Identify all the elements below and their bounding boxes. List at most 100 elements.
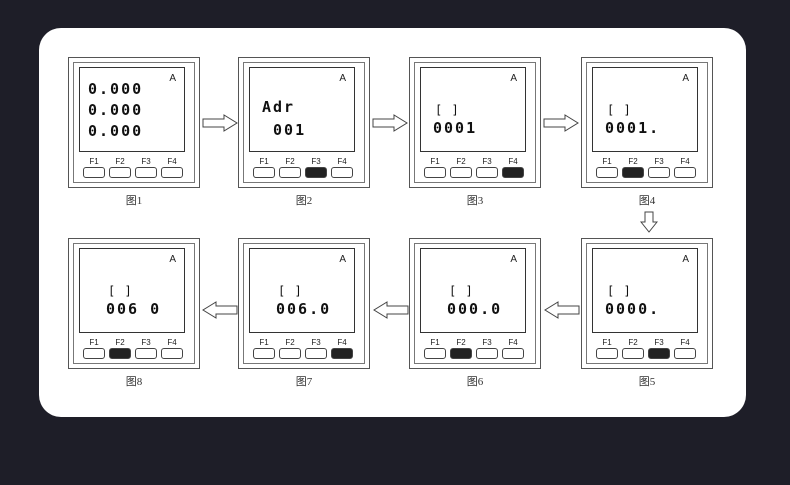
key-f2[interactable]: F2 bbox=[622, 157, 644, 178]
meter-figure-6: A [ ] 000.0 F1 F2 F3 F4 bbox=[409, 238, 541, 369]
unit-label: A bbox=[682, 73, 689, 84]
lcd-screen: A 0.000 0.000 0.000 bbox=[79, 67, 185, 152]
key-row: F1 F2 F3 F4 bbox=[83, 338, 187, 364]
key-row: F1 F2 F3 F4 bbox=[424, 338, 528, 364]
display-line-1: 0.000 bbox=[88, 80, 144, 98]
meter-figure-2: A Adr 001 F1 F2 F3 F4 bbox=[238, 57, 370, 188]
key-f4[interactable]: F4 bbox=[502, 338, 524, 359]
key-f1[interactable]: F1 bbox=[83, 338, 105, 359]
key-f2[interactable]: F2 bbox=[109, 157, 131, 178]
key-f3[interactable]: F3 bbox=[476, 338, 498, 359]
key-f2[interactable]: F2 bbox=[279, 338, 301, 359]
unit-label: A bbox=[169, 73, 176, 84]
meter-bezel bbox=[586, 243, 708, 364]
key-f3[interactable]: F3 bbox=[648, 157, 670, 178]
lcd-screen: A [ ] 0001. bbox=[592, 67, 698, 152]
caption-figure-6: 图6 bbox=[466, 376, 484, 388]
display-line-2: 0.000 bbox=[88, 101, 144, 119]
diagram-card: A 0.000 0.000 0.000 F1 F2 F3 F4 图1 A Adr… bbox=[39, 28, 746, 417]
key-f2[interactable]: F2 bbox=[622, 338, 644, 359]
display-line-3: 0.000 bbox=[88, 122, 144, 140]
meter-bezel bbox=[414, 62, 536, 183]
key-row: F1 F2 F3 F4 bbox=[253, 338, 357, 364]
arrow-right-icon bbox=[543, 114, 579, 132]
key-f1[interactable]: F1 bbox=[253, 157, 275, 178]
unit-label: A bbox=[169, 254, 176, 265]
key-f3[interactable]: F3 bbox=[476, 157, 498, 178]
lcd-screen: A [ ] 0000. bbox=[592, 248, 698, 333]
key-f1[interactable]: F1 bbox=[596, 338, 618, 359]
key-f1[interactable]: F1 bbox=[424, 157, 446, 178]
unit-label: A bbox=[510, 73, 517, 84]
meter-figure-1: A 0.000 0.000 0.000 F1 F2 F3 F4 bbox=[68, 57, 200, 188]
key-f4[interactable]: F4 bbox=[331, 157, 353, 178]
lcd-screen: A [ ] 0001 bbox=[420, 67, 526, 152]
unit-label: A bbox=[339, 254, 346, 265]
key-f2[interactable]: F2 bbox=[450, 338, 472, 359]
key-row: F1 F2 F3 F4 bbox=[596, 157, 700, 183]
caption-figure-2: 图2 bbox=[295, 195, 313, 207]
key-f4[interactable]: F4 bbox=[674, 338, 696, 359]
display-line-1: [ ] bbox=[108, 284, 133, 298]
lcd-screen: A Adr 001 bbox=[249, 67, 355, 152]
display-line-2: 0001. bbox=[605, 119, 661, 137]
meter-figure-3: A [ ] 0001 F1 F2 F3 F4 bbox=[409, 57, 541, 188]
unit-label: A bbox=[339, 73, 346, 84]
key-f1[interactable]: F1 bbox=[253, 338, 275, 359]
caption-figure-7: 图7 bbox=[295, 376, 313, 388]
meter-bezel bbox=[586, 62, 708, 183]
arrow-left-icon bbox=[544, 301, 580, 319]
key-row: F1 F2 F3 F4 bbox=[83, 157, 187, 183]
display-line-2: 001 bbox=[262, 121, 307, 139]
meter-bezel bbox=[73, 62, 195, 183]
unit-label: A bbox=[682, 254, 689, 265]
caption-figure-4: 图4 bbox=[638, 195, 656, 207]
caption-figure-8: 图8 bbox=[125, 376, 143, 388]
display-line-1: [ ] bbox=[449, 284, 474, 298]
display-line-2: 0001 bbox=[433, 119, 478, 137]
key-f4[interactable]: F4 bbox=[674, 157, 696, 178]
meter-figure-5: A [ ] 0000. F1 F2 F3 F4 bbox=[581, 238, 713, 369]
key-f3[interactable]: F3 bbox=[135, 338, 157, 359]
display-line-1: [ ] bbox=[607, 103, 632, 117]
key-f2[interactable]: F2 bbox=[450, 157, 472, 178]
key-f1[interactable]: F1 bbox=[424, 338, 446, 359]
unit-label: A bbox=[510, 254, 517, 265]
caption-figure-1: 图1 bbox=[125, 195, 143, 207]
arrow-left-icon bbox=[202, 301, 238, 319]
display-line-2: 0000. bbox=[605, 300, 661, 318]
arrow-down-icon bbox=[640, 211, 658, 233]
lcd-screen: A [ ] 006.0 bbox=[249, 248, 355, 333]
key-row: F1 F2 F3 F4 bbox=[253, 157, 357, 183]
key-row: F1 F2 F3 F4 bbox=[596, 338, 700, 364]
key-f2[interactable]: F2 bbox=[109, 338, 131, 359]
meter-figure-8: A [ ] 006 0 F1 F2 F3 F4 bbox=[68, 238, 200, 369]
arrow-left-icon bbox=[373, 301, 409, 319]
key-f3[interactable]: F3 bbox=[135, 157, 157, 178]
arrow-right-icon bbox=[372, 114, 408, 132]
meter-bezel bbox=[73, 243, 195, 364]
display-line-2: 006 0 bbox=[106, 300, 162, 318]
key-f4[interactable]: F4 bbox=[331, 338, 353, 359]
key-f3[interactable]: F3 bbox=[648, 338, 670, 359]
display-line-1: [ ] bbox=[278, 284, 303, 298]
key-f2[interactable]: F2 bbox=[279, 157, 301, 178]
display-line-1: [ ] bbox=[607, 284, 632, 298]
key-f4[interactable]: F4 bbox=[161, 157, 183, 178]
lcd-screen: A [ ] 000.0 bbox=[420, 248, 526, 333]
caption-figure-3: 图3 bbox=[466, 195, 484, 207]
arrow-right-icon bbox=[202, 114, 238, 132]
key-f4[interactable]: F4 bbox=[161, 338, 183, 359]
display-line-2: 000.0 bbox=[447, 300, 503, 318]
caption-figure-5: 图5 bbox=[638, 376, 656, 388]
key-f3[interactable]: F3 bbox=[305, 338, 327, 359]
display-line-2: 006.0 bbox=[276, 300, 332, 318]
meter-figure-4: A [ ] 0001. F1 F2 F3 F4 bbox=[581, 57, 713, 188]
key-f1[interactable]: F1 bbox=[83, 157, 105, 178]
key-row: F1 F2 F3 F4 bbox=[424, 157, 528, 183]
meter-bezel bbox=[243, 62, 365, 183]
meter-bezel bbox=[243, 243, 365, 364]
key-f3[interactable]: F3 bbox=[305, 157, 327, 178]
key-f1[interactable]: F1 bbox=[596, 157, 618, 178]
key-f4[interactable]: F4 bbox=[502, 157, 524, 178]
